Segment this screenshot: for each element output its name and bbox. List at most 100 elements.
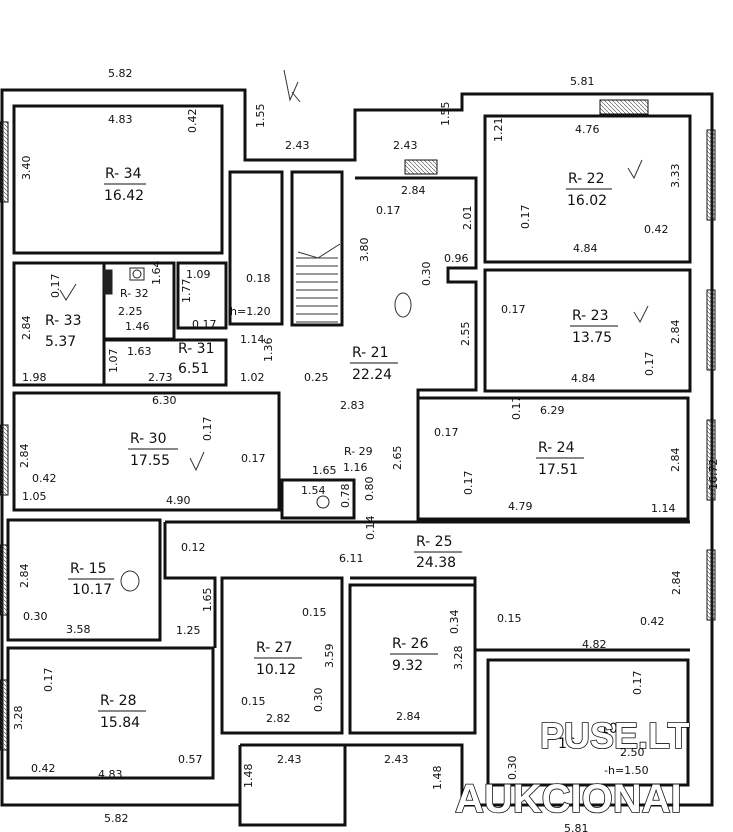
toilet-icon <box>132 269 142 279</box>
dimension-label: 0.17 <box>631 671 644 696</box>
dimension-label: 3.33 <box>669 164 682 189</box>
dimension-label: 0.17 <box>241 452 266 465</box>
dimension-label: 0.30 <box>23 610 48 623</box>
dimension-label: 1.07 <box>107 349 120 374</box>
room-id: R- 26 <box>392 636 429 652</box>
dimension-label: 4.83 <box>98 768 123 781</box>
dimension-label: 2.84 <box>401 184 426 197</box>
dimension-label: 0.30 <box>506 756 519 781</box>
room-area: 15.84 <box>100 715 140 731</box>
room-id: R- 30 <box>130 431 166 447</box>
fixture-box <box>103 269 113 295</box>
dimension-label: 4.82 <box>582 638 607 651</box>
dimension-label: 0.78 <box>339 484 352 509</box>
room-wall-r31a <box>176 261 228 330</box>
watermark: PUSE.LT AUKCIONAI <box>454 714 690 822</box>
room-area: 17.51 <box>538 462 578 478</box>
room-id: R- 23 <box>572 308 608 324</box>
dimension-label: 6.11 <box>339 552 364 565</box>
dimension-label: 0.42 <box>640 615 665 628</box>
dimension-label: 0.34 <box>448 610 461 635</box>
dimension-label: 0.15 <box>302 606 327 619</box>
room-wall-r29 <box>280 478 356 520</box>
room-id-fragment: 10 <box>600 721 618 737</box>
dimension-label: 2.50 <box>620 746 645 759</box>
dimension-label: 0.18 <box>246 272 271 285</box>
dimension-label: 1.48 <box>431 766 444 791</box>
dimension-label: 0.80 <box>363 477 376 502</box>
dimension-label: 0.12 <box>181 541 206 554</box>
corridor-r25 <box>163 520 690 652</box>
room-area: 1.16 <box>343 461 368 474</box>
dimension-label: 3.58 <box>66 623 91 636</box>
dimension-label: 2.84 <box>396 710 421 723</box>
room-labels: R- 34 16.42 R- 22 16.02 R- 23 13.75 R- 3… <box>45 166 618 731</box>
dimension-label: 0.17 <box>510 396 523 421</box>
room-wall-r30 <box>12 391 281 512</box>
room-id: R- 33 <box>45 313 81 329</box>
room-area: 24.38 <box>416 555 456 571</box>
room-area: 5.37 <box>45 334 76 350</box>
dimension-label: 16.72 <box>707 459 720 491</box>
room-id: R- 21 <box>352 345 388 361</box>
dimension-label: 1.63 <box>127 345 152 358</box>
room-area: 6.51 <box>178 361 209 377</box>
dimension-label: 2.43 <box>285 139 310 152</box>
dimension-label: 3.28 <box>12 706 25 731</box>
dimension-label: 1.64 <box>150 261 163 286</box>
room-area: 10.17 <box>72 582 112 598</box>
dimension-label: 0.17 <box>49 274 62 299</box>
room-id: R- 34 <box>105 166 142 182</box>
dimension-label: 0.17 <box>201 417 214 442</box>
dimension-label: 4.90 <box>166 494 191 507</box>
dimension-label: 1.05 <box>22 490 47 503</box>
dimension-label: 1.65 <box>312 464 337 477</box>
staircase <box>296 243 341 323</box>
scribble-check-4 <box>59 283 77 301</box>
room-area: 22.24 <box>352 367 392 383</box>
dimension-label: 2.84 <box>18 444 31 469</box>
dimension-label: 0.42 <box>31 762 56 775</box>
dimension-label: 2.43 <box>384 753 409 766</box>
dimension-label: 2.82 <box>266 712 291 725</box>
dimension-label: 0.17 <box>192 318 217 331</box>
window-right-1 <box>706 129 716 221</box>
scribble-check-3 <box>189 451 205 472</box>
room-wall-stair-left <box>228 170 284 326</box>
room-id: R- 27 <box>256 640 292 656</box>
dimension-label: 0.17 <box>519 205 532 230</box>
dimension-label: 4.83 <box>108 113 133 126</box>
window-right-4 <box>706 549 716 621</box>
window-left-2 <box>0 424 9 496</box>
dimension-label: 2.84 <box>670 571 683 596</box>
dimension-label: 5.82 <box>108 67 133 80</box>
dimension-label: -h=1.50 <box>604 764 649 777</box>
room-wall-r34 <box>12 104 224 255</box>
dimension-label: 1.02 <box>240 371 265 384</box>
dimension-label: 1.55 <box>439 102 452 127</box>
sink-icon <box>129 267 145 281</box>
room-area: 10.12 <box>256 662 296 678</box>
dimension-label: 3.59 <box>323 644 336 669</box>
dimension-label: 4.79 <box>508 500 533 513</box>
dimension-label: 2.43 <box>393 139 418 152</box>
dimension-label: 4.84 <box>571 372 596 385</box>
corridor-r21 <box>355 176 478 398</box>
dimension-label: h=1.20 <box>230 305 271 318</box>
stair-arrow <box>297 243 341 259</box>
dimension-label: 0.17 <box>42 668 55 693</box>
dimension-label: 1.36 <box>262 338 275 363</box>
dimension-label: 1.77 <box>180 279 193 304</box>
dimension-label: 0.17 <box>501 303 526 316</box>
dimension-label: 4.84 <box>573 242 598 255</box>
partition-31 <box>104 338 228 387</box>
room-wall-r24 <box>416 396 690 521</box>
dimension-label: 0.42 <box>186 109 199 134</box>
room-wall-r27 <box>220 576 344 735</box>
window-right-3 <box>706 419 716 501</box>
dimension-label: 1.48 <box>242 764 255 789</box>
dimension-label: 2.83 <box>340 399 365 412</box>
dimension-label: 1.14 <box>651 502 676 515</box>
scribble-circle <box>394 292 412 318</box>
